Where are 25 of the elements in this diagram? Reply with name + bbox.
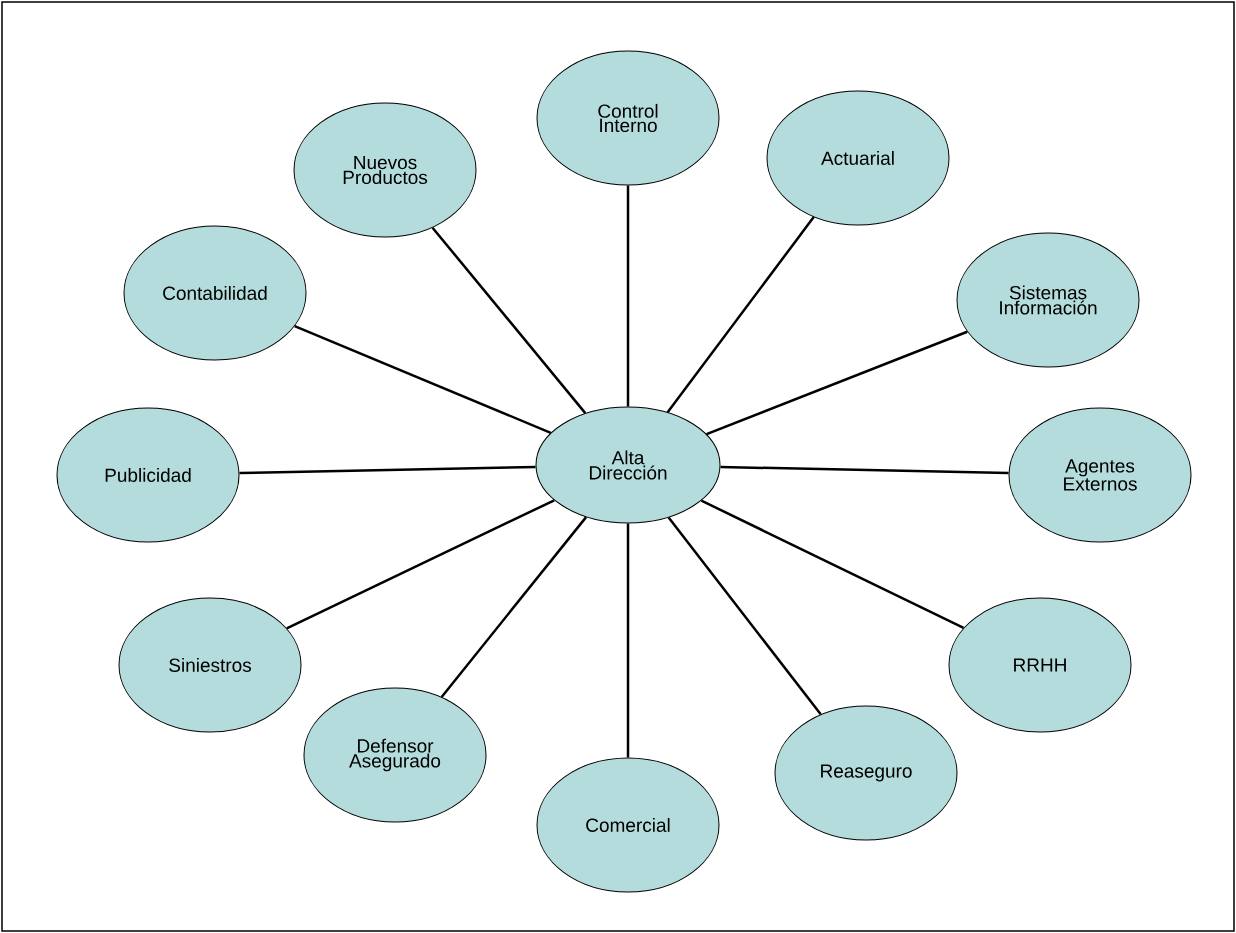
ellipse-node: Comercial — [536, 757, 720, 893]
connector-line — [286, 499, 555, 630]
ellipse-node: Reaseguro — [774, 705, 958, 841]
ellipse-node: RRHH — [948, 597, 1132, 733]
ellipse-node: Control Interno — [536, 50, 720, 186]
connector-line — [666, 216, 815, 413]
ellipse-node: Publicidad — [56, 407, 240, 543]
connector-line — [720, 465, 1009, 475]
connector-line — [294, 325, 552, 434]
ellipse-node: Actuarial — [766, 90, 950, 226]
connector-line — [667, 516, 822, 716]
connector-line — [440, 516, 588, 698]
ellipse-node: Defensor Asegurado — [303, 687, 487, 823]
connector-line — [700, 499, 965, 629]
connector-line — [431, 226, 587, 414]
connector-line — [239, 465, 536, 475]
ellipse-node: Agentes Externos — [1008, 407, 1192, 543]
ellipse-node: Siniestros — [118, 597, 302, 733]
ellipse-node: Sistemas Información — [956, 232, 1140, 368]
connector-line — [626, 523, 630, 758]
connector-line — [626, 185, 630, 407]
ellipse-node: Alta Dirección — [535, 406, 721, 524]
ellipse-node: Nuevos Productos — [293, 102, 477, 238]
connector-line — [706, 330, 968, 436]
ellipse-node: Contabilidad — [123, 225, 307, 361]
